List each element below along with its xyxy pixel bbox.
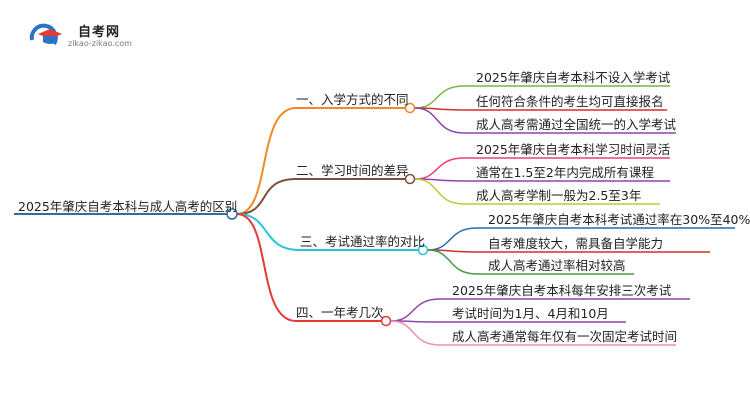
- leaf-connector: [414, 107, 465, 134]
- leaf-item: 成人高考通常每年仅有一次固定考试时间: [452, 329, 678, 344]
- branch-connector: [236, 213, 297, 322]
- branch-node: [417, 244, 429, 256]
- branch-node: [404, 102, 416, 114]
- leaf-connector: [390, 320, 441, 346]
- leaf-connector: [414, 85, 465, 109]
- graduation-cap-icon: [28, 20, 64, 50]
- leaf-item: 2025年肇庆自考本科考试通过率在30%至40%: [488, 212, 750, 227]
- leaf-item: 成人高考需通过全国统一的入学考试: [476, 117, 677, 132]
- logo-title: 自考网: [78, 25, 121, 40]
- leaf-item: 成人高考学制一般为2.5至3年: [476, 188, 642, 203]
- site-logo[interactable]: 自考网 zikao-zikao.com: [28, 18, 148, 54]
- branch-exam-frequency: 四、一年考几次: [296, 305, 384, 320]
- leaf-connector: [390, 298, 441, 322]
- branch-pass-rate: 三、考试通过率的对比: [300, 234, 426, 249]
- branch-admission: 一、入学方式的不同: [296, 92, 409, 107]
- root-topic: 2025年肇庆自考本科与成人高考的区别: [18, 199, 238, 214]
- leaf-item: 2025年肇庆自考本科不设入学考试: [476, 70, 671, 85]
- leaf-item: 2025年肇庆自考本科每年安排三次考试: [452, 283, 672, 298]
- leaf-connector: [427, 227, 478, 251]
- leaf-item: 通常在1.5至2年内完成所有课程: [476, 165, 654, 180]
- leaf-connector: [414, 178, 465, 205]
- branch-study-time: 二、学习时间的差异: [296, 163, 409, 178]
- leaf-item: 成人高考通过率相对较高: [488, 258, 626, 273]
- branch-connector: [236, 107, 297, 215]
- leaf-item: 考试时间为1月、4月和10月: [452, 306, 609, 321]
- root-node: [226, 208, 238, 220]
- branch-node: [404, 173, 416, 185]
- leaf-connector: [414, 157, 465, 180]
- branch-connector: [236, 178, 297, 215]
- branch-node: [380, 315, 392, 327]
- leaf-item: 任何符合条件的考生均可直接报名: [476, 94, 664, 109]
- branch-connector: [236, 213, 301, 251]
- logo-subtitle: zikao-zikao.com: [68, 39, 132, 48]
- leaf-connector: [427, 249, 478, 275]
- leaf-item: 自考难度较大，需具备自学能力: [488, 236, 664, 251]
- leaf-item: 2025年肇庆自考本科学习时间灵活: [476, 142, 671, 157]
